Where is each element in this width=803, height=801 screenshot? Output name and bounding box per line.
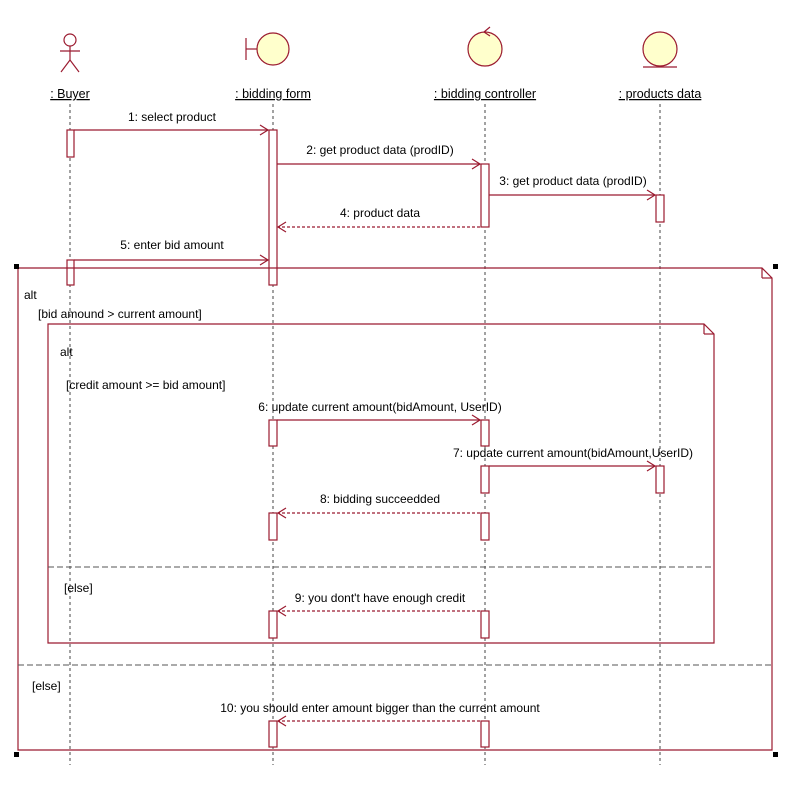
arrowhead [471, 158, 482, 170]
activation-bar [268, 512, 278, 541]
activation-bar [66, 129, 75, 158]
inner-else-guard: [else] [64, 581, 93, 595]
activation-bar [268, 129, 278, 286]
message-label-9: 9: you dont't have enough credit [295, 591, 466, 605]
arrowhead [259, 124, 270, 136]
message-label-8: 8: bidding succeedded [320, 492, 440, 506]
outer-alt-fragment [17, 267, 773, 751]
activation-bar [480, 163, 490, 228]
arrowhead [471, 414, 482, 426]
message-label-4: 4: product data [340, 206, 420, 220]
buyer-actor-icon [60, 33, 80, 73]
participant-label-bidding-controller: : bidding controller [434, 87, 536, 101]
participant-label-products-data: : products data [619, 87, 702, 101]
activation-bar [655, 194, 665, 223]
outer-alt-guard: [bid amound > current amount] [38, 307, 202, 321]
frame-handle[interactable] [14, 264, 19, 269]
message-label-6: 6: update current amount(bidAmount, User… [258, 400, 501, 414]
activation-bar [268, 720, 278, 748]
arrowhead [646, 460, 657, 472]
outer-alt-operator: alt [24, 288, 37, 302]
control-icon [467, 26, 503, 67]
inner-alt-operator: alt [60, 345, 73, 359]
activation-bar [66, 259, 75, 286]
message-label-1: 1: select product [128, 110, 217, 124]
activation-bar [480, 512, 490, 541]
arrowhead [276, 221, 287, 233]
activation-bar [268, 610, 278, 639]
activation-bar [268, 419, 278, 447]
message-label-3: 3: get product data (prodID) [499, 174, 646, 188]
entity-icon [642, 31, 678, 68]
activation-bar [655, 465, 665, 494]
message-label-10: 10: you should enter amount bigger than … [220, 701, 540, 715]
arrowhead [259, 254, 270, 266]
boundary-icon [245, 32, 290, 66]
inner-alt-fragment [47, 323, 715, 644]
arrowhead [276, 507, 287, 519]
activation-bar [480, 465, 490, 494]
activation-bar [480, 610, 490, 639]
arrowhead [646, 189, 657, 201]
participant-label-bidding-form: : bidding form [235, 87, 311, 101]
message-label-5: 5: enter bid amount [120, 238, 224, 252]
outer-else-guard: [else] [32, 679, 61, 693]
frame-handle[interactable] [773, 752, 778, 757]
frame-handle[interactable] [14, 752, 19, 757]
message-label-2: 2: get product data (prodID) [306, 143, 453, 157]
activation-bar [480, 419, 490, 447]
arrowhead [276, 605, 287, 617]
arrowhead [276, 715, 287, 727]
inner-alt-guard: [credit amount >= bid amount] [66, 378, 225, 392]
participant-label-buyer: : Buyer [50, 87, 90, 101]
frame-handle[interactable] [773, 264, 778, 269]
activation-bar [480, 720, 490, 748]
message-label-7: 7: update current amount(bidAmount,UserI… [453, 446, 693, 460]
